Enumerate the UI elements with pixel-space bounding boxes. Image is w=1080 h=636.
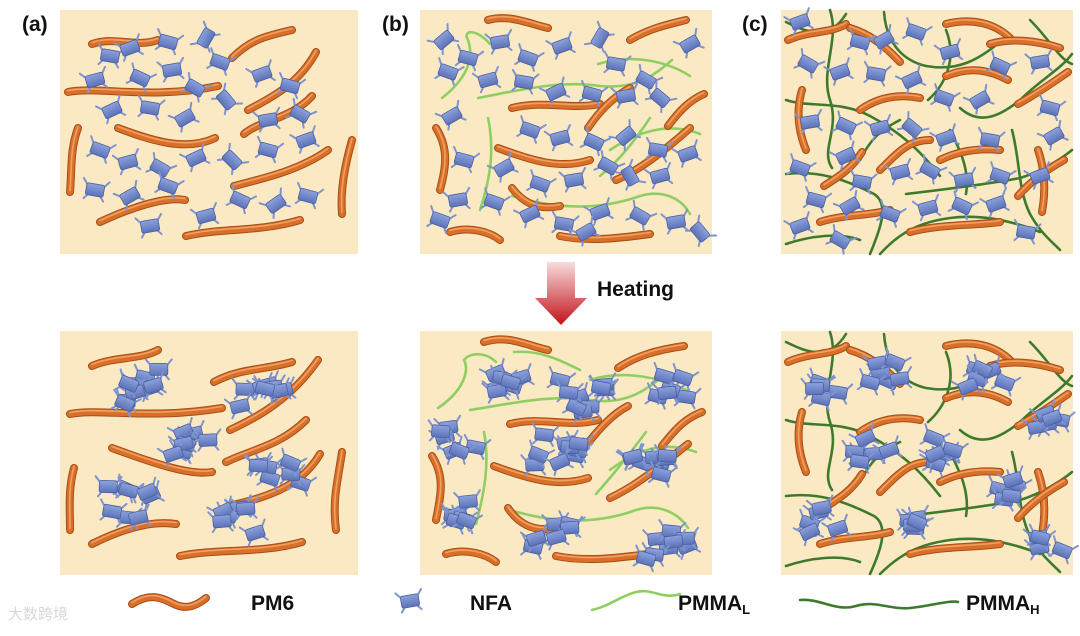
legend-pmma-h-label: PMMAH [966, 592, 1040, 617]
nfa-molecule [395, 589, 424, 613]
legend-pmma-l-sub: L [742, 602, 750, 617]
legend-pmma-h-sub: H [1030, 602, 1039, 617]
legend-pmma-l-label: PMMAL [678, 592, 750, 617]
heating-arrow [535, 262, 587, 325]
panel-label-b: (b) [382, 13, 409, 37]
panel-label-a: (a) [22, 13, 48, 37]
pmma-chain [592, 591, 680, 610]
watermark: 大数跨境 [8, 603, 68, 624]
legend-pm6-label: PM6 [251, 592, 294, 616]
legend-nfa-label: NFA [470, 592, 512, 616]
legend-pmma-l-main: PMMA [678, 592, 742, 615]
panel-label-c: (c) [742, 13, 768, 37]
legend-pmma-h-main: PMMA [966, 592, 1030, 615]
pmma-chain [800, 600, 958, 608]
heating-label: Heating [597, 278, 674, 302]
